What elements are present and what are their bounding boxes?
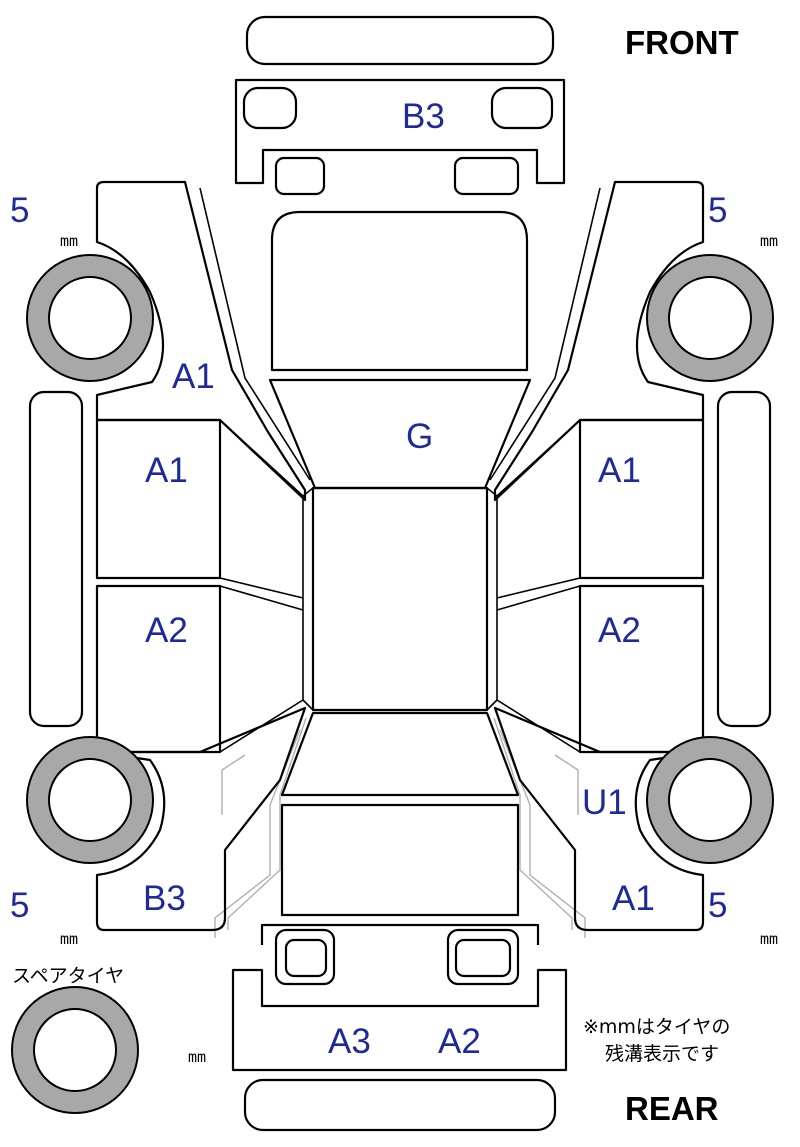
tire-rear-left [26, 736, 154, 864]
left-rear-quarter [95, 706, 307, 932]
rear-bumper [231, 968, 568, 1072]
code-right-rear-door: A2 [598, 611, 641, 650]
left-quarter-dashed [221, 754, 246, 815]
mm-unit-front-left: mm [60, 232, 78, 250]
code-left-rear-quarter: B3 [143, 879, 186, 918]
tire-front-right [646, 254, 774, 382]
rear-deck [260, 923, 540, 945]
code-right-front-door: A1 [598, 451, 641, 490]
tire-rear-right [646, 736, 774, 864]
right-quarter-dashed [554, 754, 579, 815]
tread-depth-front-left: 5 [10, 191, 29, 230]
mm-unit-front-right: mm [760, 232, 778, 250]
front-right-lamp [490, 86, 554, 130]
mm-unit-rear-right: mm [760, 930, 778, 948]
code-left-front-door: A1 [145, 451, 188, 490]
right-door-joints [496, 419, 581, 753]
front-left-lamp [242, 86, 298, 130]
mm-unit-spare: mm [188, 1048, 206, 1066]
front-right-headlight [453, 156, 520, 196]
front-bumper [234, 78, 566, 185]
right-a-pillar-line [489, 187, 601, 481]
rear-bumper-lip [243, 1078, 557, 1132]
rear-right-dashed-edge [493, 717, 573, 930]
rear-left-lamp-outer [274, 928, 336, 986]
trunk-lid [280, 803, 520, 917]
roof-left-rail [302, 487, 314, 711]
left-front-door [95, 418, 222, 580]
rear-label: REAR [625, 1090, 719, 1127]
spare-tire-label: スペアタイヤ [12, 965, 124, 987]
left-side-sill [28, 390, 84, 728]
tread-note-line2: 残溝表示です [605, 1043, 719, 1065]
left-front-fender [95, 180, 307, 502]
tread-depth-rear-left: 5 [10, 886, 29, 925]
hood [270, 210, 529, 372]
left-a-pillar-line [199, 187, 311, 481]
right-front-fender [493, 180, 705, 502]
code-rear-bumper-left: A3 [328, 1022, 371, 1061]
code-left-rear-door: A2 [145, 611, 188, 650]
front-left-headlight [274, 156, 326, 196]
tire-front-left [26, 254, 154, 382]
code-rear-bumper-right: A2 [438, 1022, 481, 1061]
code-right-rear-quarter-lower: A1 [612, 879, 655, 918]
roof [311, 486, 489, 712]
right-side-sill [716, 390, 772, 728]
spare-tire [11, 986, 139, 1114]
right-rear-quarter [493, 706, 705, 932]
windshield [268, 378, 532, 490]
rear-left-lamp [284, 938, 328, 978]
rear-window [280, 711, 520, 797]
code-front-bumper: B3 [402, 97, 445, 136]
front-label: FRONT [625, 24, 739, 61]
front-bumper-lip [245, 15, 555, 66]
code-right-rear-quarter-upper: U1 [582, 783, 627, 822]
rear-right-lamp-outer [446, 928, 520, 986]
tread-note-line1: ※mmはタイヤの [583, 1016, 730, 1038]
left-door-joints [219, 419, 304, 753]
roof-right-rail [486, 487, 498, 711]
code-front-left-pillar: A1 [172, 357, 215, 396]
tread-depth-rear-right: 5 [708, 886, 727, 925]
rear-right-lamp [454, 938, 512, 978]
mm-unit-rear-left: mm [60, 930, 78, 948]
tread-depth-front-right: 5 [708, 191, 727, 230]
code-windshield: G [406, 417, 433, 456]
right-front-door [578, 418, 705, 580]
rear-left-dashed-edge [227, 717, 307, 930]
